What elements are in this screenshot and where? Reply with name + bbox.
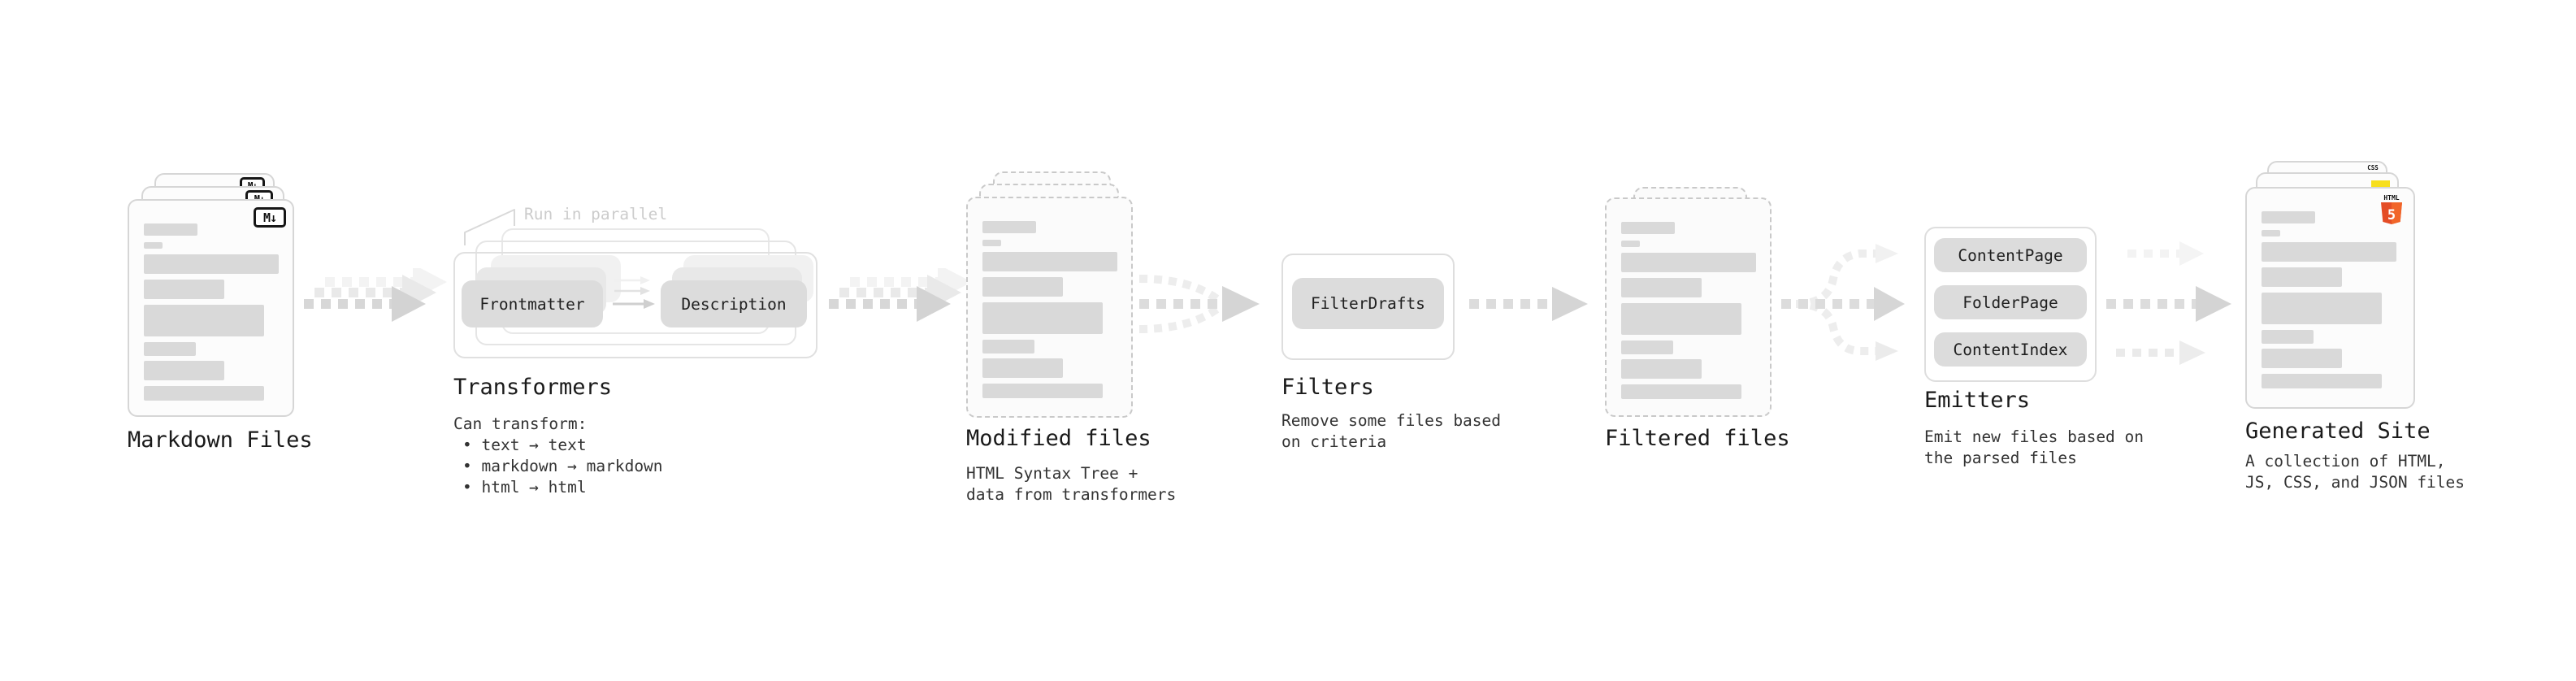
transformers-desc-item: • markdown → markdown bbox=[462, 457, 663, 475]
text-placeholder-bar bbox=[2262, 211, 2315, 223]
text-placeholder-bar bbox=[1621, 384, 1741, 399]
markdown-badge-icon: M↓ bbox=[254, 207, 286, 228]
flow-arrow-transformers-to-modified bbox=[829, 268, 972, 322]
emitters-label: Emitters bbox=[1924, 388, 2031, 413]
text-placeholder-bar bbox=[144, 342, 196, 356]
transformers-label: Transformers bbox=[453, 375, 613, 400]
generated-site-card: HTML 5 bbox=[2245, 187, 2415, 409]
markdown-files-label: Markdown Files bbox=[128, 427, 313, 453]
emitters-description: Emit new files based on the parsed files bbox=[1924, 427, 2144, 469]
flow-arrow-filters-to-filtered bbox=[1469, 287, 1588, 321]
text-placeholder-bar bbox=[2262, 330, 2314, 344]
transformers-desc-item: • html → html bbox=[462, 478, 587, 497]
text-placeholder-bar bbox=[2262, 374, 2382, 388]
text-placeholder-bar bbox=[144, 280, 224, 299]
text-placeholder-bar bbox=[982, 340, 1034, 354]
content-index-pill: ContentIndex bbox=[1934, 332, 2087, 367]
text-placeholder-bar bbox=[144, 361, 224, 380]
folder-page-pill: FolderPage bbox=[1934, 285, 2087, 319]
text-placeholder-bar bbox=[144, 254, 279, 274]
modified-files-description: HTML Syntax Tree + data from transformer… bbox=[966, 463, 1176, 505]
flow-arrow-emitters-to-generated bbox=[2106, 241, 2231, 365]
css-icon-text: CSS bbox=[2367, 164, 2379, 171]
text-placeholder-bar bbox=[1621, 340, 1673, 354]
generated-desc-line: A collection of HTML, bbox=[2245, 452, 2446, 471]
modified-file-card bbox=[966, 197, 1133, 418]
flow-arrow-markdown-to-transformers bbox=[304, 268, 447, 322]
generated-desc-line: JS, CSS, and JSON files bbox=[2245, 473, 2465, 492]
emitters-desc-line: the parsed files bbox=[1924, 449, 2077, 467]
text-placeholder-bar bbox=[982, 302, 1103, 334]
transformers-desc-item: • text → text bbox=[462, 436, 587, 454]
content-page-pill: ContentPage bbox=[1934, 238, 2087, 272]
pill-flow-arrows bbox=[613, 276, 655, 309]
text-placeholder-bar bbox=[2262, 242, 2396, 262]
text-placeholder-bar bbox=[1621, 222, 1675, 234]
text-placeholder-bar bbox=[1621, 303, 1741, 335]
modified-files-label: Modified files bbox=[966, 426, 1151, 451]
filters-label: Filters bbox=[1281, 375, 1374, 400]
text-placeholder-bar bbox=[1621, 241, 1640, 247]
text-placeholder-bar bbox=[2262, 230, 2280, 236]
text-placeholder-bar bbox=[982, 277, 1063, 297]
text-placeholder-bar bbox=[982, 384, 1103, 398]
frontmatter-pill: Frontmatter bbox=[462, 280, 603, 327]
filters-desc-line: Remove some files based bbox=[1281, 411, 1502, 430]
text-placeholder-bar bbox=[1621, 359, 1702, 379]
text-placeholder-bar bbox=[982, 240, 1001, 246]
run-in-parallel-note: Run in parallel bbox=[524, 205, 668, 223]
text-placeholder-bar bbox=[1621, 253, 1756, 272]
filters-description: Remove some files based on criteria bbox=[1281, 410, 1501, 453]
text-placeholder-bar bbox=[982, 358, 1063, 378]
text-placeholder-bar bbox=[982, 221, 1036, 233]
filtered-files-label: Filtered files bbox=[1605, 426, 1790, 451]
svg-text:5: 5 bbox=[2387, 207, 2396, 223]
text-placeholder-bar bbox=[144, 305, 264, 336]
svg-text:HTML: HTML bbox=[2383, 194, 2399, 202]
text-placeholder-bar bbox=[144, 242, 163, 249]
text-placeholder-bar bbox=[1621, 278, 1702, 297]
html5-icon: HTML 5 bbox=[2379, 193, 2404, 229]
transformers-desc-title: Can transform: bbox=[453, 414, 588, 433]
parallel-callout-line bbox=[464, 209, 515, 245]
emitters-desc-line: Emit new files based on bbox=[1924, 427, 2144, 446]
text-placeholder-bar bbox=[982, 252, 1117, 271]
text-placeholder-bar bbox=[144, 223, 197, 236]
description-pill: Description bbox=[661, 280, 807, 327]
filter-drafts-pill: FilterDrafts bbox=[1292, 278, 1444, 329]
generated-site-description: A collection of HTML, JS, CSS, and JSON … bbox=[2245, 451, 2465, 493]
text-placeholder-bar bbox=[2262, 267, 2342, 287]
text-placeholder-bar bbox=[144, 386, 264, 401]
text-placeholder-bar bbox=[2262, 349, 2342, 368]
flow-arrow-filtered-to-emitters bbox=[1781, 244, 1905, 361]
text-placeholder-bar bbox=[2262, 293, 2382, 324]
modified-desc-line: data from transformers bbox=[966, 485, 1177, 504]
modified-desc-line: HTML Syntax Tree + bbox=[966, 464, 1138, 483]
markdown-file-card: M↓ bbox=[128, 199, 294, 417]
filtered-file-card bbox=[1605, 197, 1772, 417]
generated-site-label: Generated Site bbox=[2245, 419, 2431, 444]
transformer-frame-front bbox=[453, 252, 817, 358]
transformers-description: Can transform: • text → text • markdown … bbox=[453, 414, 663, 498]
filters-desc-line: on criteria bbox=[1281, 432, 1387, 451]
flow-arrow-modified-to-filters bbox=[1138, 275, 1260, 333]
